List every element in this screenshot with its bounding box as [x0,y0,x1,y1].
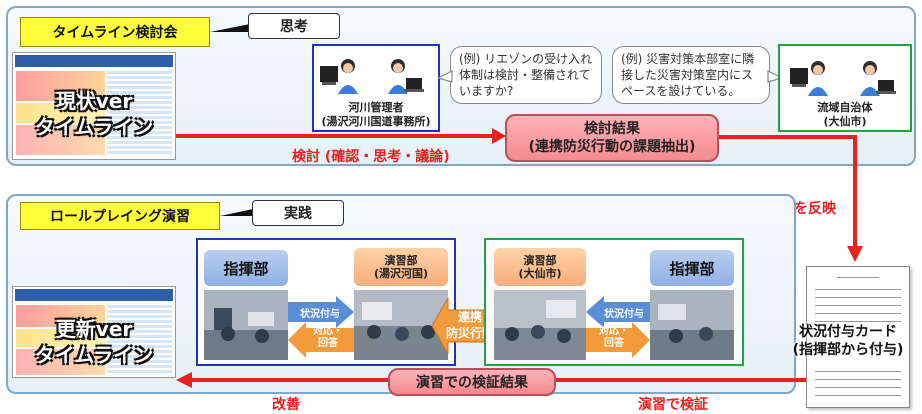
label-connector [220,208,258,216]
cooperation-line2: 防災行動 [445,326,494,340]
left-give-label: 状況付与 [300,309,340,320]
right-command-box: 指揮部 [650,250,734,286]
municipality-box: 流域自治体 (大仙市) [778,44,912,132]
situation-card-document [806,266,910,408]
review-result-title: 検討結果 [584,121,640,137]
left-reply-arrow [288,322,354,358]
verification-result-box: 演習での検証結果 [388,368,556,396]
right-exercise-city: (大仙市) [518,267,562,280]
right-command-photo [650,290,734,360]
left-command-box: 指揮部 [204,250,288,286]
label-connector [210,24,250,32]
municipality-city: (大仙市) [823,115,867,128]
cooperation-label: 連携 防災行動 [440,309,500,341]
river-manager-speech-bubble: (例) リエゾンの受け入れ体制は検討・整備されていますか? [450,46,602,104]
left-reply-line1: 対応・ [313,326,343,337]
river-manager-office: (湯沢河川国道事務所) [321,115,431,128]
right-exercise-title: 演習部 [523,254,557,267]
updated-timeline-title-2: タイムライン [34,343,154,367]
left-command-photo [204,290,288,360]
current-timeline-title-2: タイムライン [34,115,154,139]
river-manager-box: 河川管理者 (湯沢河川国道事務所) [312,44,440,132]
person-with-laptop-icon [388,59,424,94]
left-exercise-box: 演習部 (湯沢河国) [354,248,448,286]
situation-card-label: 状況付与カード (指揮部から付与) [776,323,920,359]
right-exercise-box: 演習部 (大仙市) [494,248,586,286]
verify-label: 演習で検証 [638,397,708,413]
reflect-arrow [719,135,863,262]
review-meeting-label: タイムライン検討会 [20,17,210,47]
roleplay-exercise-label: ロールプレイング演習 [20,202,220,230]
situation-card-subtitle: (指揮部から付与) [792,342,904,358]
right-reply-label: 対応・ 回答 [590,326,638,350]
review-arrow [176,128,506,144]
current-timeline-title-1: 現状ver [55,89,133,113]
left-reply-line2: 回答 [318,338,338,349]
practice-tag: 実践 [252,200,344,226]
person-with-laptop-icon [860,61,896,96]
left-exercise-office: (湯沢河国) [373,267,429,280]
speech-tail-left [438,70,453,83]
updated-timeline-title-1: 更新ver [55,317,133,341]
left-exercise-title: 演習部 [384,254,418,267]
review-result-subtitle: (連携防災行動の課題抽出) [528,139,696,155]
person-at-desk-icon [320,59,358,94]
right-reply-line2: 回答 [604,338,624,349]
updated-timeline-document: 更新ver タイムライン [12,286,176,378]
municipality-speech-bubble: (例) 災害対策本部室に隣接した災害対策室内にスペースを設けている。 [612,46,770,104]
right-reply-arrow [586,322,650,358]
situation-card-title: 状況付与カード [799,324,897,340]
improve-label: 改善 [272,397,300,413]
thinking-tag: 思考 [248,13,340,39]
river-manager-name: 河川管理者 [348,101,404,114]
municipality-name: 流域自治体 [817,101,873,114]
left-give-arrow [288,296,354,328]
person-at-desk-icon [790,61,828,96]
speech-tail-right [767,70,782,83]
right-give-label: 状況付与 [604,309,644,320]
right-exercise-photo [494,290,586,360]
left-reply-label: 対応・ 回答 [304,326,352,350]
review-label: 検討 (確認・思考・議論) [292,149,450,165]
right-reply-line1: 対応・ [599,326,629,337]
cooperation-line1: 連携 [457,310,482,324]
right-give-arrow [586,296,650,328]
current-timeline-document: 現状ver タイムライン [12,52,176,160]
review-result-box: 検討結果 (連携防災行動の課題抽出) [505,114,719,162]
